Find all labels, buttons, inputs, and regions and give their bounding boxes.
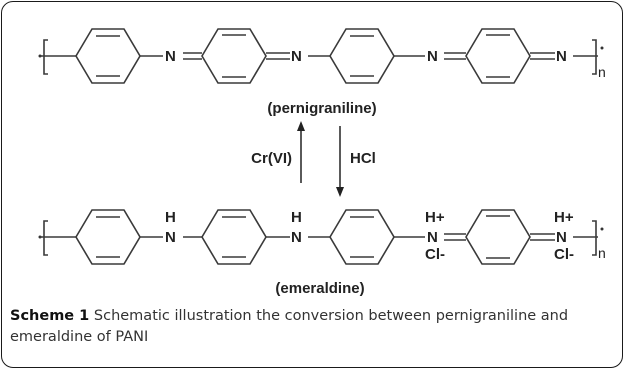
benzenoid-ring	[75, 209, 141, 265]
scheme-frame	[1, 1, 623, 368]
chain-end-dot	[600, 227, 604, 231]
conversion-arrows	[297, 121, 344, 197]
atom-h: H	[291, 209, 302, 226]
right-bracket-bottom	[592, 220, 597, 256]
left-bracket-bottom	[43, 220, 48, 256]
atom-n: N	[427, 229, 438, 246]
pernigraniline-label: (pernigraniline)	[267, 100, 376, 117]
caption-text: Schematic illustration the conversion be…	[10, 308, 569, 345]
atom-n: N	[556, 48, 567, 65]
repeat-subscript: n	[598, 245, 606, 261]
emeraldine-chain	[38, 209, 604, 265]
atom-n: N	[165, 229, 176, 246]
chemical-scheme: N N N N n (pernigraniline) Cr(VI) HCl	[38, 28, 606, 297]
atom-h: H	[165, 209, 176, 226]
quinoid-ring	[465, 209, 531, 265]
quinoid-ring	[465, 28, 531, 84]
atom-n: N	[427, 48, 438, 65]
quinoid-ring	[201, 28, 267, 84]
atom-n: N	[556, 229, 567, 246]
caption-label: Scheme 1	[10, 308, 90, 324]
emeraldine-label: (emeraldine)	[275, 280, 364, 297]
arrow-down-head	[336, 187, 344, 197]
chain-end-dot	[600, 46, 604, 50]
chloride-ion: Cl-	[554, 246, 574, 263]
pernigraniline-chain	[38, 28, 604, 84]
atom-h-plus: H+	[554, 209, 574, 226]
atom-n: N	[165, 48, 176, 65]
scheme-caption: Scheme 1 Schematic illustration the conv…	[10, 306, 610, 348]
oxidant-label: Cr(VI)	[251, 150, 292, 167]
atom-n: N	[291, 229, 302, 246]
chloride-ion: Cl-	[425, 246, 445, 263]
atom-n: N	[291, 48, 302, 65]
benzenoid-ring	[329, 28, 395, 84]
benzenoid-ring	[201, 209, 267, 265]
right-bracket-top	[592, 39, 597, 75]
arrow-up-head	[297, 121, 305, 131]
benzenoid-ring	[75, 28, 141, 84]
left-bracket-top	[43, 39, 48, 75]
repeat-subscript: n	[598, 64, 606, 80]
acid-label: HCl	[350, 150, 376, 167]
benzenoid-ring	[329, 209, 395, 265]
atom-h-plus: H+	[425, 209, 445, 226]
